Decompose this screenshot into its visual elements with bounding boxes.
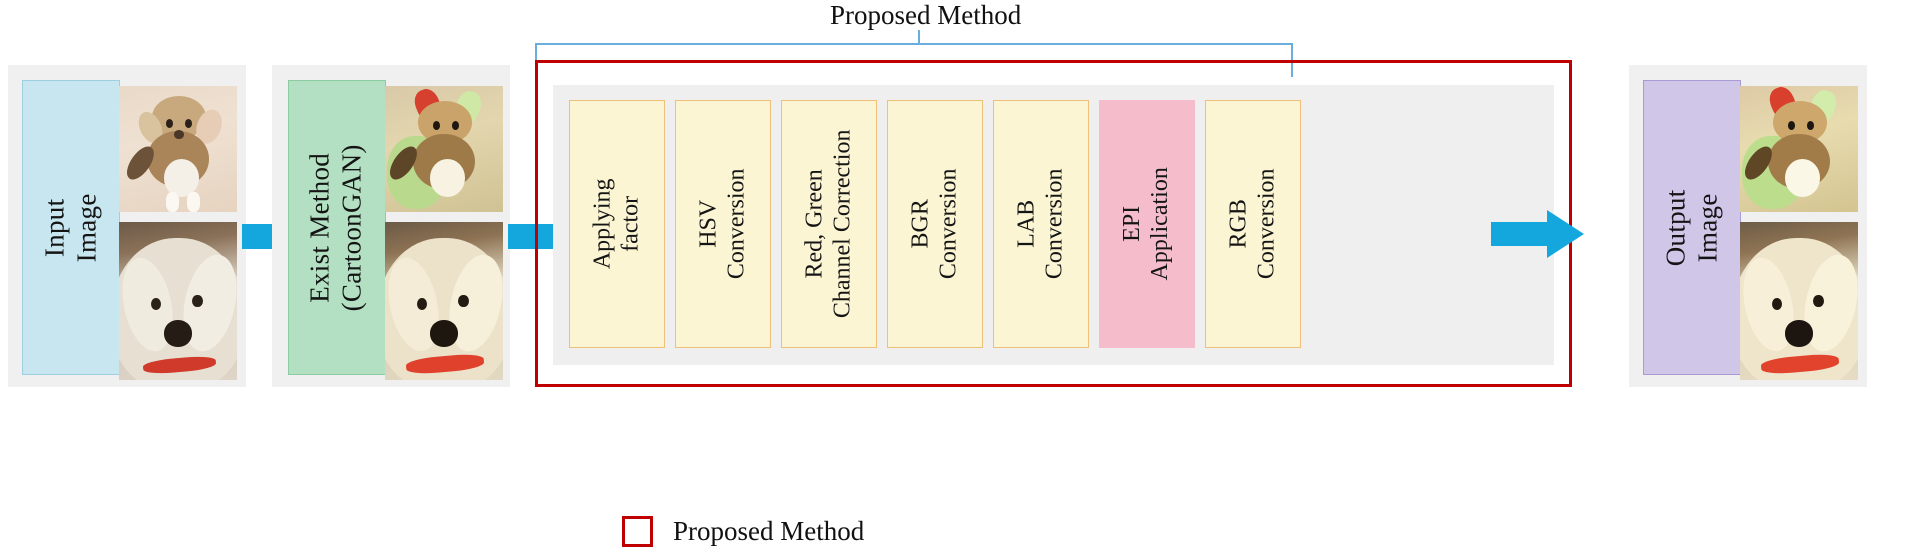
input-image-label-box: Input Image xyxy=(22,80,120,375)
output-image-label-line1: Output xyxy=(1660,189,1691,266)
step-line2: factor xyxy=(616,196,643,252)
arrow-head-icon xyxy=(1547,210,1584,258)
pipeline-step-label: Applying factor xyxy=(589,179,645,270)
arrow-exist-to-proposed xyxy=(508,212,558,260)
pipeline-step-label: LAB Conversion xyxy=(1013,169,1069,280)
step-line1: EPI xyxy=(1119,206,1146,242)
exist-method-label-box: Exist Method (CartoonGAN) xyxy=(288,80,386,375)
photo-output-top xyxy=(1740,86,1858,212)
legend-proposed-method: Proposed Method xyxy=(622,516,864,547)
step-line2: Conversion xyxy=(935,168,962,280)
pipeline-step-applying-factor[interactable]: Applying factor xyxy=(569,100,665,348)
step-line1: BGR xyxy=(907,199,934,249)
step-line1: Applying xyxy=(589,178,616,270)
exist-method-label-line1: Exist Method xyxy=(305,152,336,303)
step-line1: Red, Green xyxy=(801,169,828,279)
step-line2: Application xyxy=(1147,167,1173,281)
photo-output-bottom xyxy=(1740,222,1858,380)
step-line1: HSV xyxy=(695,199,722,249)
legend-label: Proposed Method xyxy=(673,516,865,546)
output-image-label: Output Image xyxy=(1660,189,1724,266)
pipeline-step-label: HSV Conversion xyxy=(695,169,751,280)
proposed-method-bracket-title: Proposed Method xyxy=(830,0,1022,30)
pipeline-step-label: RGB Conversion xyxy=(1225,169,1281,280)
pipeline-step-lab-conversion[interactable]: LAB Conversion xyxy=(993,100,1089,348)
step-line2: Conversion xyxy=(723,168,750,280)
exist-method-label: Exist Method (CartoonGAN) xyxy=(305,144,369,311)
step-line2: Conversion xyxy=(1253,168,1280,280)
step-line2: Conversion xyxy=(1041,168,1068,280)
photo-cartoon-bottom xyxy=(385,222,503,380)
output-image-label-line2: Image xyxy=(1692,193,1722,262)
pipeline-step-label: EPI Application xyxy=(1119,167,1175,280)
step-line1: RGB xyxy=(1225,199,1252,249)
step-line1: LAB xyxy=(1013,200,1040,249)
bracket-stem xyxy=(918,30,920,44)
pipeline-step-red-green-channel-correction[interactable]: Red, Green Channel Correction xyxy=(781,100,877,348)
arrow-proposed-to-output xyxy=(1491,205,1584,263)
pipeline-step-label: BGR Conversion xyxy=(907,169,963,280)
input-image-label: Input Image xyxy=(39,193,103,262)
input-image-label-line2: Image xyxy=(71,193,101,262)
output-image-label-box: Output Image xyxy=(1643,80,1741,375)
step-line2: Channel Correction xyxy=(829,129,855,319)
pipeline-step-hsv-conversion[interactable]: HSV Conversion xyxy=(675,100,771,348)
legend-swatch-icon xyxy=(622,516,653,547)
exist-method-label-line2: (CartoonGAN) xyxy=(337,143,368,312)
photo-input-bottom xyxy=(119,222,237,380)
pipeline-step-label: Red, Green Channel Correction xyxy=(801,130,857,319)
pipeline-step-bgr-conversion[interactable]: BGR Conversion xyxy=(887,100,983,348)
input-image-label-line1: Input xyxy=(39,198,70,257)
pipeline-step-epi-application[interactable]: EPI Application xyxy=(1099,100,1195,348)
photo-input-top xyxy=(119,86,237,212)
photo-cartoon-top xyxy=(385,86,503,212)
pipeline-step-rgb-conversion[interactable]: RGB Conversion xyxy=(1205,100,1301,348)
